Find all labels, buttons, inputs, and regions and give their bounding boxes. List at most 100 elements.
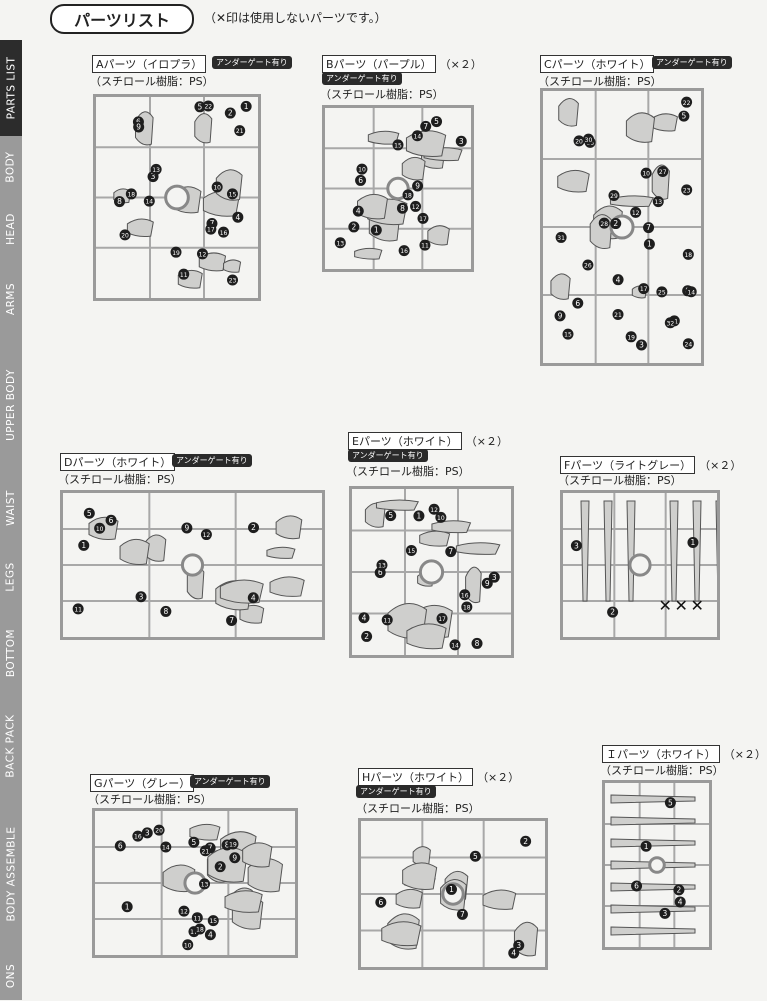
part-number-bullet bbox=[396, 202, 408, 214]
part-number-label: 1 bbox=[691, 538, 696, 547]
part-number-bullet bbox=[461, 601, 473, 613]
part-number-bullet bbox=[685, 286, 697, 298]
part-number: 18 bbox=[682, 248, 694, 260]
molded-part bbox=[126, 218, 154, 238]
part-number: 11 bbox=[419, 239, 431, 251]
part-number-label: 9 bbox=[136, 123, 141, 132]
part-number-label: 18 bbox=[684, 252, 692, 259]
part-number-bullet bbox=[205, 223, 217, 235]
part-number-label: 17 bbox=[190, 929, 198, 936]
part-number-label: 2 bbox=[218, 862, 223, 871]
part-number-bullet bbox=[224, 107, 236, 119]
part-number-bullet bbox=[682, 338, 694, 350]
part-number: 7 bbox=[226, 614, 238, 626]
part-number: 30 bbox=[582, 133, 594, 145]
part-number-label: 5 bbox=[388, 511, 393, 520]
part-number-bullet bbox=[572, 297, 584, 309]
molded-part bbox=[482, 889, 517, 910]
part-number: 18 bbox=[402, 189, 414, 201]
part-number-bullet bbox=[150, 163, 162, 175]
part-number-label: 12 bbox=[203, 532, 211, 539]
part-number-bullet bbox=[469, 850, 481, 862]
part-number: 13 bbox=[652, 196, 664, 208]
part-number-label: 4 bbox=[235, 213, 240, 222]
tab-upper-body[interactable]: UPPER BODY bbox=[0, 338, 22, 473]
tab-body[interactable]: BODY bbox=[0, 136, 22, 199]
part-number-bullet bbox=[673, 884, 685, 896]
part-number-label: 5 bbox=[682, 112, 687, 121]
part-number-bullet bbox=[625, 331, 637, 343]
runner-tag-ring bbox=[164, 184, 190, 211]
part-number: 22 bbox=[681, 96, 693, 108]
part-number-bullet bbox=[181, 522, 193, 534]
part-number-bullet bbox=[133, 121, 145, 133]
part-number-label: 11 bbox=[383, 617, 391, 624]
runner-g-undergate-badge: アンダーゲート有り bbox=[190, 775, 270, 788]
part-number-bullet bbox=[652, 196, 664, 208]
part-number-bullet bbox=[392, 139, 404, 151]
part-number-label: 13 bbox=[378, 563, 386, 570]
part-number-label: 23 bbox=[229, 278, 237, 285]
part-number: 6 bbox=[105, 514, 117, 526]
tab-bottom[interactable]: BOTTOM bbox=[0, 610, 22, 697]
part-number: 3 bbox=[455, 135, 467, 147]
part-number: 9 bbox=[412, 180, 424, 192]
part-number-label: 5 bbox=[668, 798, 673, 807]
part-number: 7 bbox=[643, 222, 655, 234]
part-number-label: 20 bbox=[575, 138, 583, 145]
part-number-bullet bbox=[555, 231, 567, 243]
part-number-bullet bbox=[630, 206, 642, 218]
part-number-bullet bbox=[361, 630, 373, 642]
part-number-bullet bbox=[638, 283, 650, 295]
part-number-bullet bbox=[412, 180, 424, 192]
part-number-label: 6 bbox=[575, 299, 580, 308]
tab-back-pack[interactable]: BACK PACK bbox=[0, 696, 22, 797]
runner-c-parts: 1234567891011121314151617181920212223242… bbox=[543, 91, 701, 363]
part-number-bullet bbox=[656, 286, 668, 298]
molded-part bbox=[269, 576, 305, 597]
part-number-bullet bbox=[78, 539, 90, 551]
tab-body-assemble[interactable]: BODY ASSEMBLE bbox=[0, 796, 22, 953]
tab-arms[interactable]: ARMS bbox=[0, 260, 22, 339]
part-number-label: 2 bbox=[523, 837, 528, 846]
part-number-label: 6 bbox=[378, 898, 383, 907]
part-number-label: 25 bbox=[658, 289, 666, 296]
part-number-bullet bbox=[459, 589, 471, 601]
tab-head[interactable]: HEAD bbox=[0, 198, 22, 261]
part-number-label: 7 bbox=[460, 910, 465, 919]
part-number: 31 bbox=[555, 231, 567, 243]
part-number-bullet bbox=[455, 135, 467, 147]
part-number-bullet bbox=[471, 637, 483, 649]
part-number-label: 5 bbox=[87, 509, 92, 518]
part-number: 16 bbox=[218, 226, 230, 238]
part-number: 18 bbox=[194, 923, 206, 935]
part-number-bullet bbox=[178, 268, 190, 280]
molded-part bbox=[626, 500, 636, 602]
tab-options[interactable]: ONS bbox=[0, 952, 22, 1001]
runner-tag-ring bbox=[648, 856, 666, 874]
tab-waist[interactable]: WAIST bbox=[0, 472, 22, 545]
part-number-bullet bbox=[125, 188, 137, 200]
part-number: 2 bbox=[361, 630, 373, 642]
molded-part bbox=[419, 530, 451, 547]
part-number-label: 30 bbox=[585, 137, 593, 144]
part-number-label: 12 bbox=[180, 909, 188, 916]
part-number-label: 2 bbox=[610, 608, 615, 617]
part-number: 2 bbox=[607, 606, 619, 618]
tab-parts-list[interactable]: PARTS LIST bbox=[0, 40, 22, 137]
part-number-label: 12 bbox=[199, 251, 207, 258]
part-number: 9 bbox=[181, 522, 193, 534]
tab-legs[interactable]: LEGS bbox=[0, 544, 22, 611]
part-number: 2 bbox=[248, 522, 260, 534]
unused-part-mark: ✕ bbox=[658, 596, 671, 615]
part-number-label: 26 bbox=[584, 263, 592, 270]
molded-part bbox=[401, 156, 426, 181]
part-number-bullet bbox=[160, 605, 172, 617]
part-number: 2 bbox=[610, 218, 622, 230]
